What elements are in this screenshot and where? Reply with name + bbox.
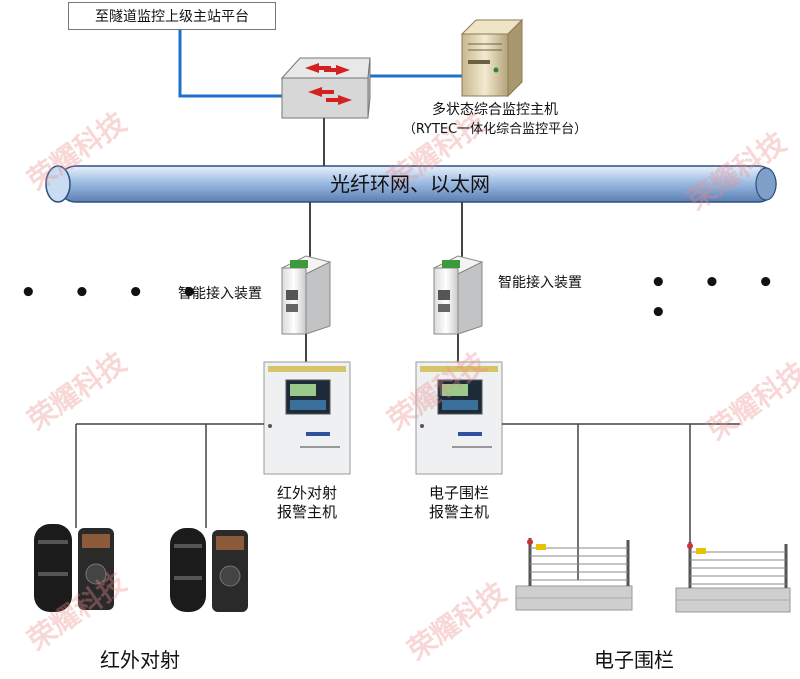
ir-alarm-host-label: 红外对射 报警主机 <box>262 484 352 522</box>
infrared-detector-icon-1 <box>34 524 114 612</box>
fence-alarm-host-label: 电子围栏 报警主机 <box>414 484 504 522</box>
infrared-detector-icon-2 <box>170 528 248 612</box>
host-subtitle: （RYTEC一体化综合监控平台） <box>402 122 588 137</box>
fence-alarm-host-line2: 报警主机 <box>428 502 489 521</box>
electric-fence-icon-2 <box>675 542 791 613</box>
fence-alarm-host-panel <box>415 361 503 475</box>
fence-group-label: 电子围栏 <box>594 648 674 672</box>
electric-fence-icon-1 <box>515 538 633 611</box>
access-device-icon-2 <box>432 255 484 335</box>
access-device-label-2: 智能接入装置 <box>498 275 582 291</box>
upper-link-line <box>178 28 282 98</box>
ir-group-label: 红外对射 <box>100 648 180 672</box>
access-device-label-1: 智能接入装置 <box>178 286 262 302</box>
more-devices-right: • • • • <box>650 268 788 328</box>
ir-alarm-host-panel <box>263 361 351 475</box>
fibre-ring-pipe <box>45 165 777 203</box>
ir-alarm-host-line2: 报警主机 <box>276 502 337 521</box>
network-label: 光纤环网、以太网 <box>330 172 490 196</box>
fence-alarm-host-line1: 电子围栏 <box>428 484 489 502</box>
host-title: 多状态综合监控主机 <box>432 102 558 118</box>
access-device-icon-1 <box>280 255 332 335</box>
more-devices-left: • • • • <box>20 278 212 308</box>
ir-alarm-host-line1: 红外对射 <box>276 484 337 502</box>
upper-platform-label: 至隧道监控上级主站平台 <box>68 2 276 30</box>
network-switch-icon <box>280 57 371 119</box>
server-icon <box>460 18 524 98</box>
